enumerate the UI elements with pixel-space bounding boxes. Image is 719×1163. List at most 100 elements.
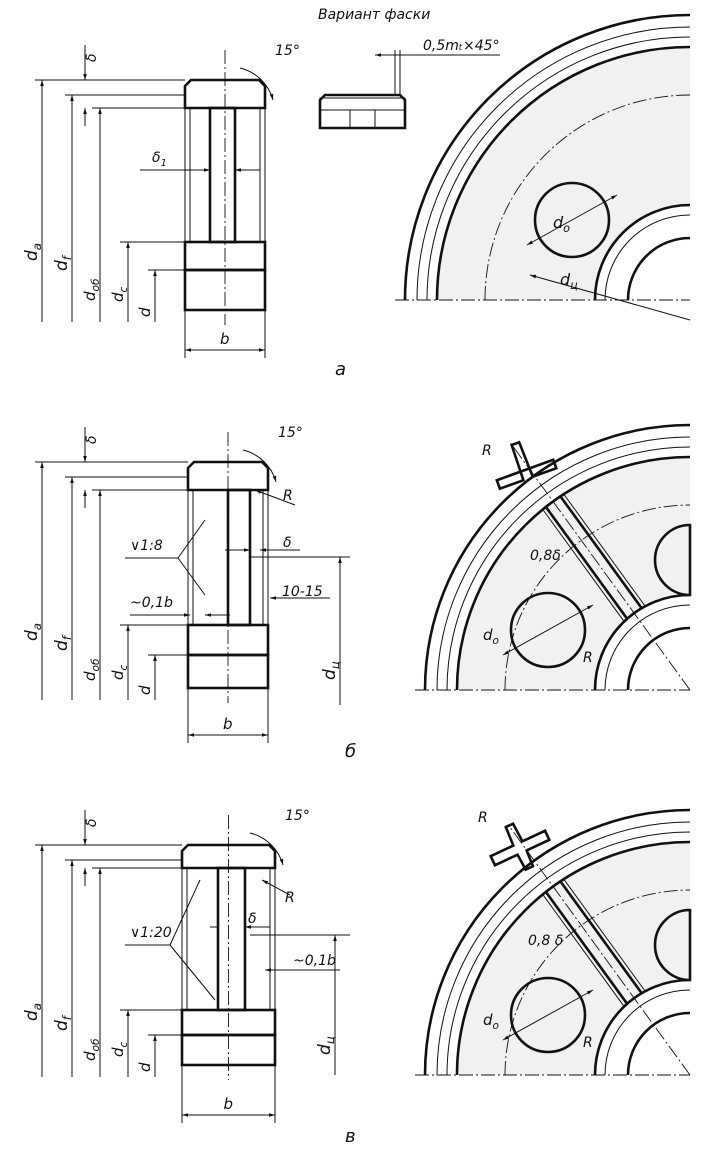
spoke-edge: [544, 891, 628, 1005]
hub-circle: [593, 978, 691, 1076]
delta-label: δ: [84, 818, 100, 827]
d0-label-v-sub: o: [493, 1020, 499, 1032]
chamfer-detail: [318, 50, 500, 130]
angle-arc: [239, 67, 274, 101]
dc-label-sub: c: [118, 664, 130, 670]
root-circle: [416, 26, 691, 301]
dts-label-sub: ц: [328, 661, 342, 669]
outer-circle: [423, 808, 691, 1076]
dts-label-v-main: d: [315, 1044, 335, 1055]
cross-section-v: [35, 810, 284, 1123]
radius-label-front-v: R: [583, 1035, 593, 1051]
spoke-edge: [542, 508, 625, 622]
da-label: da: [22, 1003, 44, 1021]
delta1-label-sub: 1: [161, 158, 167, 169]
dts-label-a-sub: ц: [570, 279, 578, 292]
chamfer-variant-title: Вариант фаски: [318, 7, 430, 23]
hole-center-circle: [484, 94, 691, 301]
taper-v-label: ∨1:20: [130, 925, 172, 941]
taper-leader: [169, 944, 216, 1001]
delta1-label-main: δ: [152, 150, 161, 166]
dob-label-sub: об: [90, 1038, 102, 1051]
d0-dimension: [526, 194, 618, 246]
hole-center-circle: [504, 504, 691, 691]
d0-label-v-main: d: [483, 1011, 493, 1029]
da-label-sub: a: [30, 1003, 44, 1010]
dob-label: dоб: [81, 658, 102, 681]
d0-label-v: do: [483, 1011, 499, 1032]
angle-arc: [242, 449, 277, 483]
d0-label-a-main: d: [553, 213, 564, 232]
spoke-edge: [559, 880, 643, 994]
dc-label-main: d: [109, 292, 127, 302]
chamfer-rim-hatch: [319, 97, 406, 111]
dts-dim-a: [529, 274, 691, 321]
d-label: d: [136, 307, 154, 317]
dts-label-v: dц: [315, 1036, 337, 1055]
t-profile-shape: [495, 440, 558, 491]
radius-label-v: R: [285, 890, 295, 906]
caption-v: в: [345, 1126, 356, 1147]
web-thickness-label: ~0,1b: [130, 595, 173, 611]
web-section: [216, 866, 247, 1012]
cross-section-b: [35, 427, 277, 743]
da-label-sub: a: [30, 623, 44, 630]
da-label-main: d: [22, 630, 42, 641]
dob-label: dоб: [81, 278, 102, 301]
dc-label: dc: [109, 664, 130, 680]
chamfer-body: [318, 93, 407, 130]
b-label: b: [220, 330, 230, 348]
bore-circle: [626, 626, 691, 691]
hub-inner-circle: [604, 989, 691, 1076]
bore-circle: [626, 1011, 691, 1076]
spoke-centerline: [510, 827, 691, 1076]
cross-section-a: [35, 45, 274, 358]
front-view-b: [415, 423, 692, 691]
hub-circle-fill: [595, 205, 690, 300]
rim-circle: [426, 36, 691, 301]
delta-web-label-v: δ: [248, 911, 257, 927]
spoke-edge: [563, 493, 646, 606]
spoke-edge: [544, 506, 628, 620]
taper-leader: [177, 557, 206, 596]
hole-center-circle: [504, 889, 691, 1076]
delta-label: δ: [84, 435, 100, 444]
spoke-edge: [542, 893, 625, 1007]
root-circle: [436, 821, 691, 1076]
front-view-a: [395, 13, 691, 301]
rib-profile-t: [495, 440, 558, 491]
da-label: da: [22, 623, 44, 641]
taper-b-label: ∨1:8: [130, 538, 163, 554]
radius-leader: [254, 489, 296, 506]
angle-label: 15°: [278, 425, 303, 441]
hub-circle-fill: [595, 595, 690, 690]
da-label-sub: a: [30, 243, 44, 250]
rim-inner-circle: [455, 455, 691, 691]
d0-label-b-sub: o: [493, 635, 499, 647]
dc-label: dc: [109, 286, 130, 302]
outer-circle: [403, 13, 691, 301]
df-label: df: [52, 254, 74, 271]
d0-label-b: do: [483, 626, 499, 647]
dob-label-sub: об: [90, 278, 102, 291]
dc-label-sub: c: [118, 286, 130, 292]
dc-label-sub: c: [118, 1041, 130, 1047]
chamfer-web-hatch: [349, 109, 376, 129]
da-label: da: [22, 243, 44, 261]
hub-inner-circle: [604, 604, 691, 691]
hub-circle: [593, 203, 691, 301]
dob-label: dоб: [81, 1038, 102, 1061]
d-label: d: [136, 1062, 154, 1072]
dob-label-main: d: [81, 671, 99, 681]
dob-label-sub: об: [90, 658, 102, 671]
angle-label: 15°: [275, 43, 300, 59]
taper-leader: [169, 879, 201, 946]
root-circle: [436, 436, 691, 691]
d0-dimension: [502, 989, 594, 1041]
dts-label-a-main: d: [560, 270, 571, 289]
angle-label: 15°: [285, 808, 310, 824]
df-label: df: [52, 634, 74, 651]
rim-circle: [446, 831, 691, 1076]
web-section: [208, 106, 237, 244]
dts-label-main: d: [320, 669, 340, 680]
